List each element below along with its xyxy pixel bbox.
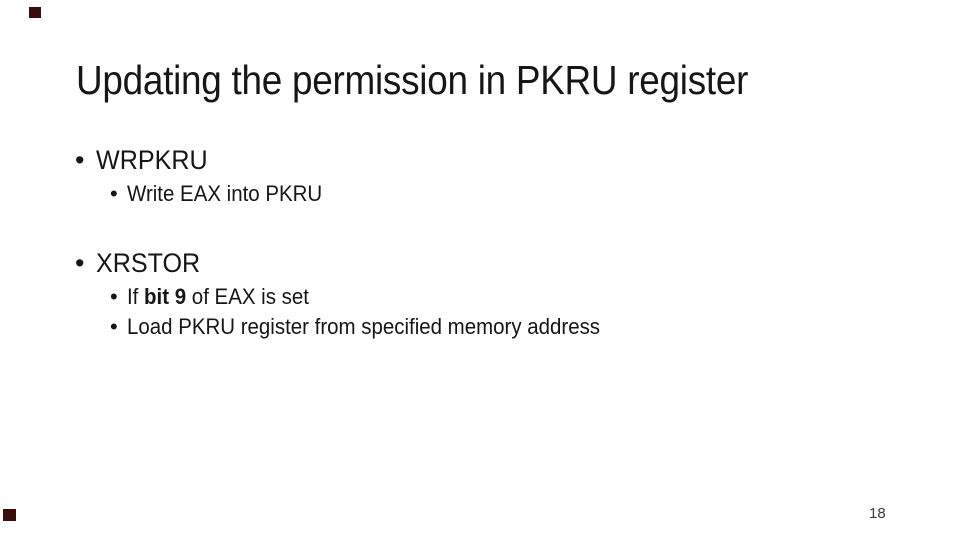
bullet-text: If bit 9 of EAX is set xyxy=(127,284,309,309)
bullet-text: XRSTOR xyxy=(96,248,201,278)
decoration-square-top-left xyxy=(29,7,41,18)
bullet-text: Write EAX into PKRU xyxy=(127,181,323,206)
sub-bullet-item: • If bit 9 of EAX is set xyxy=(110,282,636,312)
bullet-dot-icon: • xyxy=(75,145,85,175)
bullet-text: Load PKRU register from specified memory… xyxy=(127,314,601,339)
page-number: 18 xyxy=(869,505,886,522)
bullet-dot-icon: • xyxy=(110,314,118,339)
bullet-item: • XRSTOR xyxy=(75,245,636,282)
bullet-dot-icon: • xyxy=(110,181,118,206)
sub-bullet-item: • Load PKRU register from specified memor… xyxy=(110,312,636,342)
bullet-text: WRPKRU xyxy=(96,145,208,175)
sub-bullet-item: • Write EAX into PKRU xyxy=(110,179,636,209)
bullet-list: • WRPKRU • Write EAX into PKRU • XRSTOR • If bi… xyxy=(75,142,636,342)
slide-title: Updating the permission in PKRU register xyxy=(76,57,749,103)
bullet-dot-icon: • xyxy=(75,248,85,278)
bullet-item: • WRPKRU xyxy=(75,142,636,179)
decoration-square-bottom-left xyxy=(3,509,16,521)
bullet-dot-icon: • xyxy=(110,284,118,309)
